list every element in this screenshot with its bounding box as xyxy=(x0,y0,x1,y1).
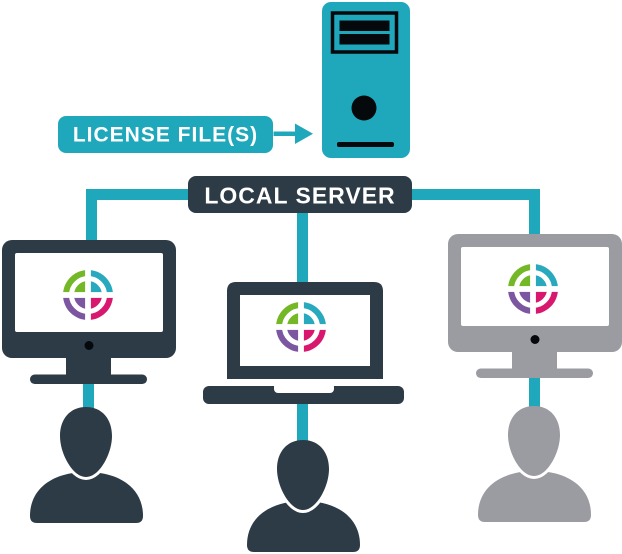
user-shoulders xyxy=(30,472,143,523)
server-drive-slot-1 xyxy=(339,20,390,31)
user-head xyxy=(277,440,329,510)
user-head xyxy=(60,407,112,477)
license-badge-label: LICENSE FILE(S) xyxy=(73,124,258,147)
user-line-left xyxy=(83,378,94,410)
monitor-stand xyxy=(512,352,557,370)
workstation-center xyxy=(203,282,404,552)
monitor-stand xyxy=(66,358,111,376)
drop-line-center xyxy=(297,200,308,282)
user-line-center xyxy=(297,403,308,443)
user-icon xyxy=(247,440,360,552)
local-server-badge: LOCAL SERVER xyxy=(188,176,412,213)
drop-line-right xyxy=(529,189,540,236)
laptop-thumb-notch xyxy=(274,383,334,393)
license-file-badge: LICENSE FILE(S) xyxy=(58,116,313,153)
laptop-base xyxy=(203,386,404,404)
local-server-badge-label: LOCAL SERVER xyxy=(204,183,395,209)
server-tower-icon xyxy=(322,2,410,158)
workstation-right xyxy=(448,234,622,522)
server-vent-slot xyxy=(337,142,394,147)
user-icon xyxy=(30,407,143,523)
server-power-button xyxy=(351,95,377,121)
user-icon xyxy=(478,406,591,522)
monitor-base xyxy=(476,368,593,378)
workstation-left xyxy=(2,240,176,523)
user-head xyxy=(508,406,560,476)
license-badge-background xyxy=(58,116,273,153)
monitor-camera-dot xyxy=(530,335,540,344)
server-drive-slot-2 xyxy=(339,34,390,45)
monitor-camera-dot xyxy=(84,341,94,350)
local-server-badge-background xyxy=(188,176,412,213)
drop-line-left xyxy=(86,189,97,241)
user-line-right xyxy=(529,374,540,408)
user-shoulders xyxy=(247,501,360,552)
arrow-right-icon xyxy=(273,123,313,144)
monitor-base xyxy=(30,374,147,384)
server-drive-bay xyxy=(330,11,399,54)
user-shoulders xyxy=(478,471,591,522)
